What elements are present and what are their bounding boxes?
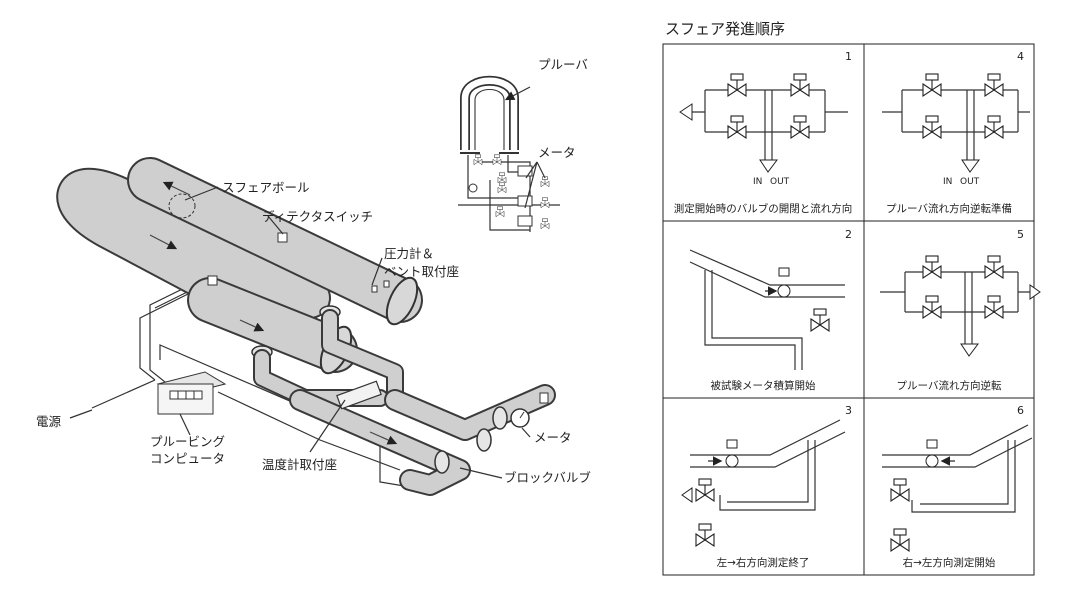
panel-4-out: OUT xyxy=(960,177,980,187)
label-sphere-ball: スフェアボール xyxy=(222,180,310,195)
panel-number: 2 xyxy=(845,228,852,241)
pipe-illustration xyxy=(56,157,556,496)
panel-2-schematic xyxy=(689,249,845,370)
panel-1-out: OUT xyxy=(770,177,790,187)
prover-schematic xyxy=(458,75,560,232)
sequence-grid xyxy=(662,43,1035,576)
panel-2 xyxy=(662,220,865,399)
panel-caption: プルーバ流れ方向逆転準備 xyxy=(886,202,1012,215)
panel-number: 5 xyxy=(1017,228,1024,241)
label-prover: プルーバ xyxy=(538,57,588,72)
panel-number: 4 xyxy=(1017,50,1024,63)
connecting-pipes xyxy=(253,309,556,496)
label-pressure-gauge-2: ベント取付座 xyxy=(384,264,459,279)
label-computer-1: プルービング xyxy=(150,434,225,449)
label-power: 電源 xyxy=(36,414,62,429)
panel-5 xyxy=(863,220,1035,399)
label-thermometer-seat: 温度計取付座 xyxy=(262,457,337,472)
panel-caption: 左→右方向測定終了 xyxy=(717,556,810,569)
label-meter-schematic: メータ xyxy=(538,145,576,160)
panel-5-schematic xyxy=(880,255,1041,357)
label-block-valve: ブロックバルブ xyxy=(504,470,591,485)
main-loop-pipe xyxy=(56,157,423,375)
label-computer-2: コンピュータ xyxy=(150,451,225,466)
panel-caption: 被試験メータ積算開始 xyxy=(711,379,816,392)
panel-number: 3 xyxy=(845,404,852,417)
panel-caption: プルーバ流れ方向逆転 xyxy=(897,379,1002,392)
panel-number: 6 xyxy=(1017,404,1024,417)
panel-3 xyxy=(662,397,865,576)
sequence-title: スフェア発進順序 xyxy=(665,20,785,38)
panel-1-in: IN xyxy=(753,177,762,187)
panel-caption: 右→左方向測定開始 xyxy=(903,556,996,569)
panel-6-schematic xyxy=(882,424,1033,552)
panel-3-schematic xyxy=(681,419,846,547)
panel-number: 1 xyxy=(845,50,852,63)
label-pressure-gauge-1: 圧力計＆ xyxy=(384,246,434,261)
panel-1-schematic: IN OUT xyxy=(679,73,848,187)
panel-4-schematic: IN OUT xyxy=(882,73,1030,187)
panel-4-in: IN xyxy=(943,177,952,187)
panel-caption: 測定開始時のバルブの開閉と流れ方向 xyxy=(674,202,853,215)
label-meter: メータ xyxy=(534,430,572,445)
proving-computer xyxy=(156,371,227,415)
label-detector-switch: ディテクタスイッチ xyxy=(262,209,373,224)
